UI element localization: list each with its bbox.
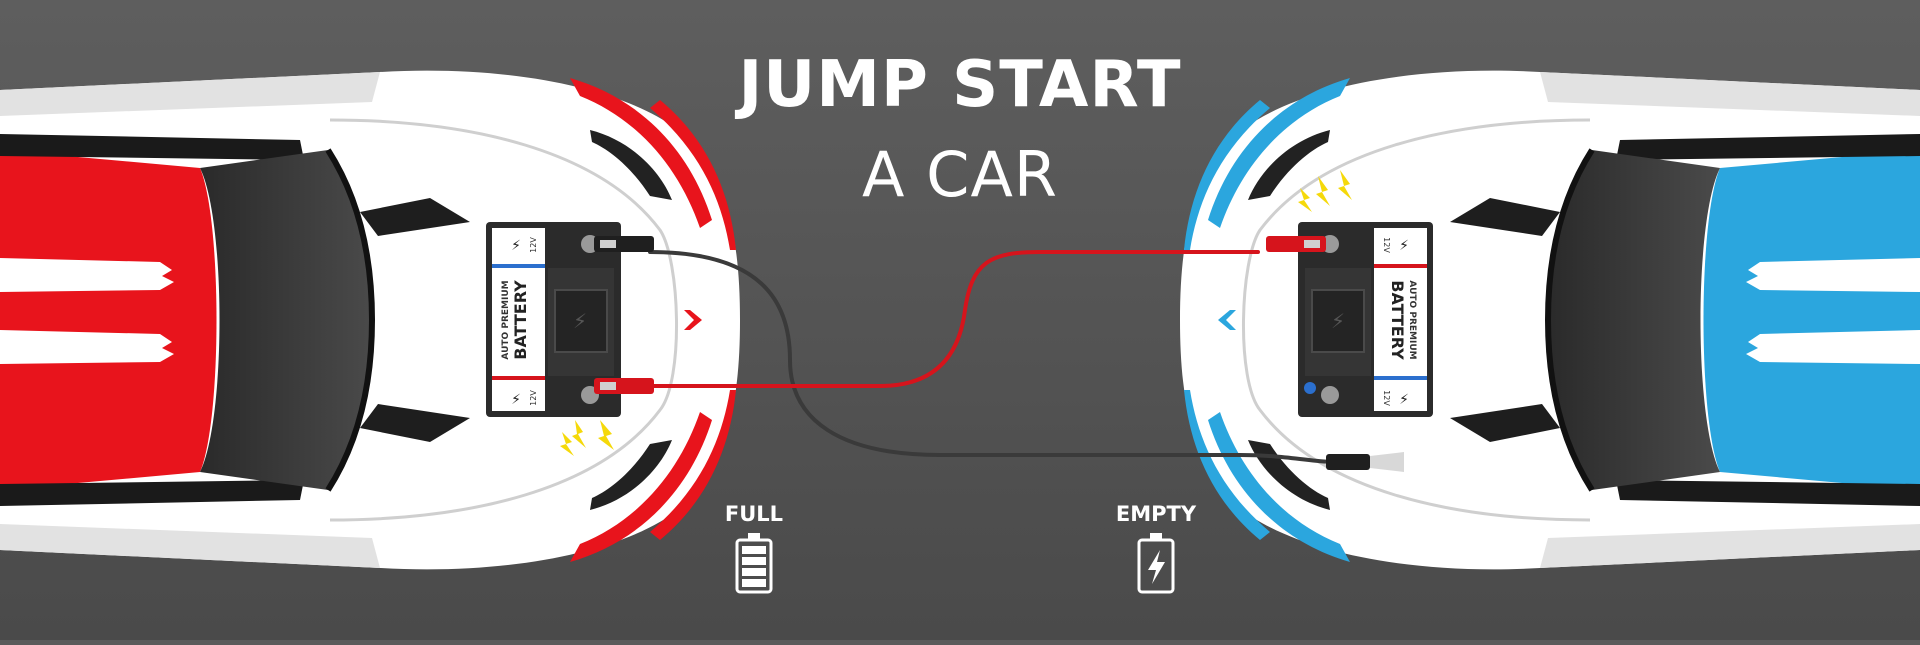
right-battery-voltage-bottom: 12V	[1382, 390, 1391, 406]
svg-text:⚡: ⚡	[573, 309, 587, 333]
svg-text:⚡: ⚡	[1331, 309, 1345, 333]
right-battery-voltage-top: 12V	[1382, 237, 1391, 253]
full-label: FULL	[684, 502, 824, 526]
right-battery-name: BATTERY	[1388, 280, 1407, 360]
left-battery-name: BATTERY	[511, 280, 530, 360]
right-negative-clamp-loose	[1326, 454, 1370, 470]
svg-text:⚡: ⚡	[511, 392, 521, 408]
left-battery-voltage-bottom: 12V	[529, 390, 538, 406]
left-battery-voltage-top: 12V	[529, 237, 538, 253]
svg-text:⚡: ⚡	[1399, 392, 1409, 408]
svg-text:⚡: ⚡	[511, 238, 521, 254]
empty-label: EMPTY	[1086, 502, 1226, 526]
left-battery-brand: AUTO PREMIUM	[501, 280, 511, 359]
svg-text:⚡: ⚡	[1399, 238, 1409, 254]
page-title: JUMP START	[0, 48, 1920, 122]
page-subtitle: A CAR	[0, 138, 1920, 211]
right-battery-brand: AUTO PREMIUM	[1407, 280, 1417, 359]
